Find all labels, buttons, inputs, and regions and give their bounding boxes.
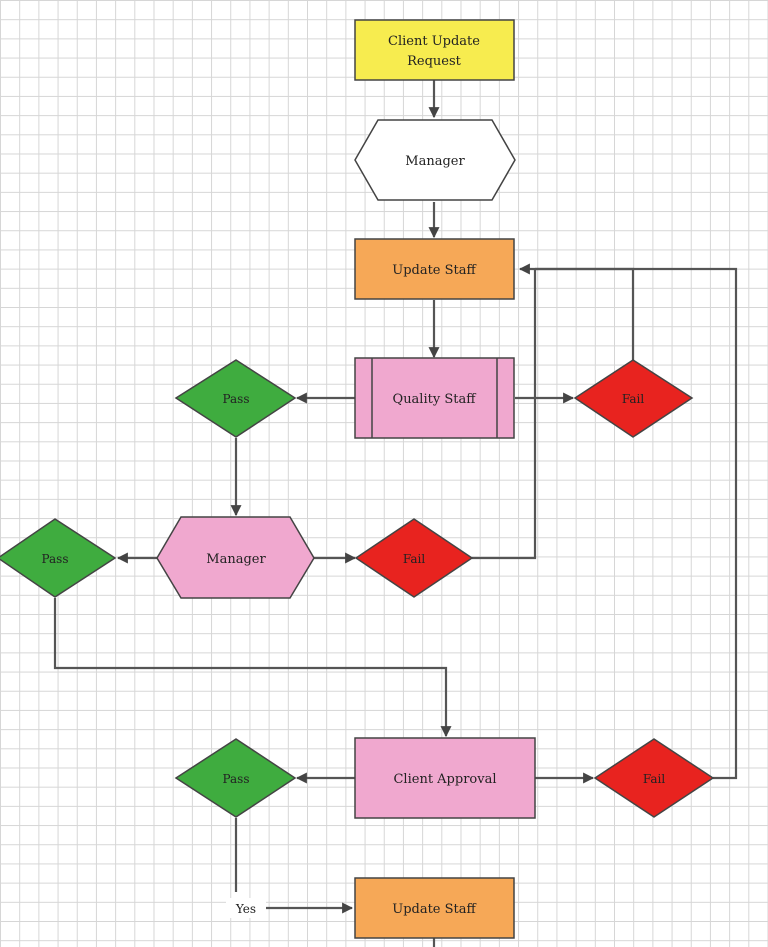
fail-3-diamond <box>593 738 715 818</box>
node-fail-3[interactable]: Fail <box>593 738 715 818</box>
fail-2-diamond <box>354 518 474 598</box>
node-update-staff-top[interactable]: Update Staff <box>354 238 515 300</box>
quality-staff-box <box>354 357 515 439</box>
node-pass-3[interactable]: Pass <box>174 738 297 818</box>
client-update-request-line1: Client Update <box>388 34 480 49</box>
yes-label: Yes <box>235 902 256 916</box>
node-pass-1[interactable]: Pass <box>174 359 297 438</box>
update-staff-top-box <box>354 238 515 300</box>
connectors <box>53 80 738 947</box>
edge-pass-2-to-client-approval <box>53 598 452 738</box>
manager-top-hexagon <box>354 119 516 201</box>
quality-staff-label: Quality Staff <box>393 392 478 407</box>
manager-mid-label: Manager <box>206 552 266 567</box>
node-manager-mid[interactable]: Manager <box>156 516 315 599</box>
edge-fail-2-to-update-staff <box>472 269 537 560</box>
node-client-approval[interactable]: Client Approval <box>354 737 536 819</box>
fail-1-diamond <box>573 359 694 438</box>
client-update-request-box <box>354 19 515 81</box>
client-approval-label: Client Approval <box>393 772 496 787</box>
edge-fail-1-to-update-staff <box>518 263 635 360</box>
pass-2-diamond <box>0 518 117 598</box>
edge-fail-3-to-update-staff <box>535 267 738 780</box>
manager-mid-hexagon <box>156 516 315 599</box>
node-quality-staff[interactable]: Quality Staff <box>354 357 515 439</box>
pass-1-label: Pass <box>222 392 249 406</box>
node-fail-2[interactable]: Fail <box>354 518 474 598</box>
node-update-staff-bottom[interactable]: Update Staff <box>354 877 515 939</box>
fail-2-label: Fail <box>403 552 426 566</box>
client-approval-box <box>354 737 536 819</box>
pass-2-label: Pass <box>41 552 68 566</box>
pass-3-label: Pass <box>222 772 249 786</box>
manager-top-label: Manager <box>405 154 465 169</box>
fail-1-label: Fail <box>622 392 645 406</box>
pass-3-diamond <box>174 738 297 818</box>
update-staff-bottom-box <box>354 877 515 939</box>
update-staff-bottom-label: Update Staff <box>392 902 477 917</box>
client-update-request-line2: Request <box>407 54 462 69</box>
pass-1-diamond <box>174 359 297 438</box>
edge-label-yes: Yes <box>226 898 266 918</box>
node-fail-1[interactable]: Fail <box>573 359 694 438</box>
yes-label-bg <box>226 898 266 918</box>
node-pass-2[interactable]: Pass <box>0 518 117 598</box>
node-client-update-request[interactable]: Client Update Request <box>354 19 515 81</box>
update-staff-top-label: Update Staff <box>392 263 477 278</box>
node-manager-top[interactable]: Manager <box>354 119 516 201</box>
fail-3-label: Fail <box>643 772 666 786</box>
